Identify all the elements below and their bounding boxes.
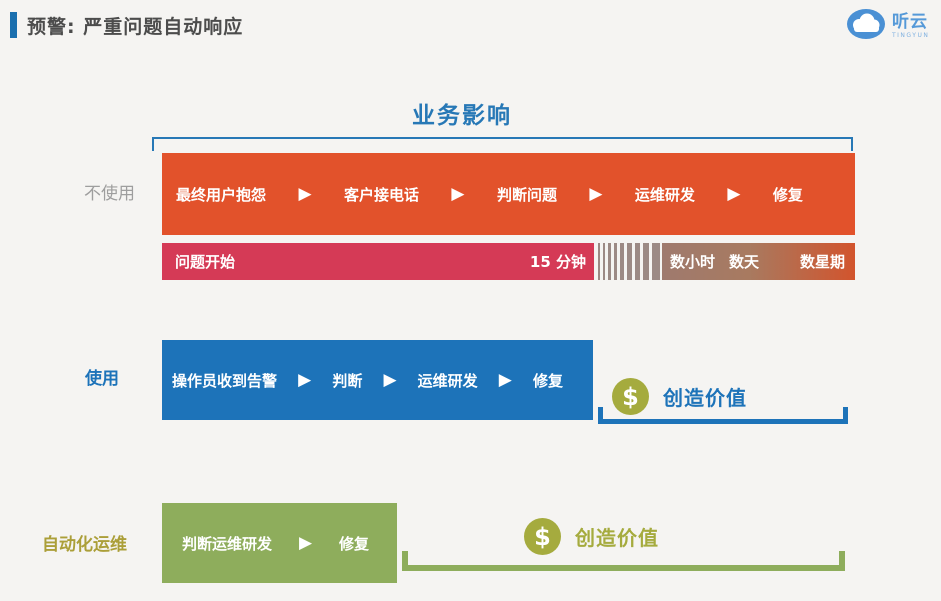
arrow-right-icon: ▶: [298, 370, 312, 390]
business-impact-heading: 业务影响: [412, 103, 512, 129]
arrow-right-icon: ▶: [498, 370, 512, 390]
timeline-minutes: 15 分钟: [529, 253, 586, 271]
timeline-segment-stripes: [594, 243, 662, 280]
logo-text: 听云 TINGYUN: [892, 11, 930, 39]
step: 操作员收到告警: [172, 371, 278, 390]
value-label-automated: 创造价值: [575, 526, 659, 550]
arrow-right-icon: ▶: [727, 184, 741, 204]
business-impact-bracket: [152, 137, 853, 151]
value-row-with: $ 创造价值: [612, 378, 747, 415]
logo-subtext: TINGYUN: [892, 31, 930, 39]
timeline-bar: 问题开始 15 分钟 数小时 数天 数星期: [162, 243, 855, 280]
row-label-with: 使用: [85, 369, 119, 389]
process-bar-without: 最终用户抱怨 ▶ 客户接电话 ▶ 判断问题 ▶ 运维研发 ▶ 修复: [162, 153, 855, 235]
timeline-segment-15min: 问题开始 15 分钟: [162, 243, 594, 280]
timeline-days: 数天: [729, 253, 760, 271]
value-bracket-with: [598, 407, 848, 424]
value-row-automated: $ 创造价值: [524, 518, 659, 555]
row-label-without: 不使用: [84, 184, 135, 204]
step: 修复: [772, 185, 803, 204]
timeline-weeks: 数星期: [799, 253, 845, 271]
arrow-right-icon: ▶: [589, 184, 603, 204]
timeline-start: 问题开始: [175, 253, 236, 271]
logo-name: 听云: [892, 11, 928, 32]
dollar-icon: $: [524, 518, 561, 555]
cloud-logo-icon: [846, 6, 888, 46]
step: 运维研发: [634, 185, 695, 204]
step: 判断运维研发: [182, 534, 273, 553]
step: 客户接电话: [343, 185, 419, 204]
timeline-hours: 数小时: [670, 253, 716, 271]
arrow-right-icon: ▶: [298, 533, 313, 553]
tingyun-logo: 听云 TINGYUN: [846, 6, 929, 46]
arrow-right-icon: ▶: [298, 184, 312, 204]
value-label-with: 创造价值: [663, 386, 747, 410]
row-label-automated: 自动化运维: [42, 535, 127, 555]
timeline-segment-long: 数小时 数天 数星期: [662, 243, 855, 280]
dollar-icon: $: [612, 378, 649, 415]
step: 修复: [338, 534, 369, 553]
process-bar-automated: 判断运维研发 ▶ 修复: [162, 503, 397, 583]
step: 判断问题: [496, 185, 557, 204]
arrow-right-icon: ▶: [383, 370, 397, 390]
process-bar-with: 操作员收到告警 ▶ 判断 ▶ 运维研发 ▶ 修复: [162, 340, 593, 420]
page-title: 预警: 严重问题自动响应: [27, 16, 244, 38]
title-accent-bar: [10, 12, 17, 38]
step: 判断: [332, 371, 363, 390]
step: 最终用户抱怨: [176, 185, 267, 204]
value-bracket-automated: [402, 551, 845, 571]
step: 修复: [532, 371, 563, 390]
arrow-right-icon: ▶: [451, 184, 465, 204]
step: 运维研发: [417, 371, 478, 390]
